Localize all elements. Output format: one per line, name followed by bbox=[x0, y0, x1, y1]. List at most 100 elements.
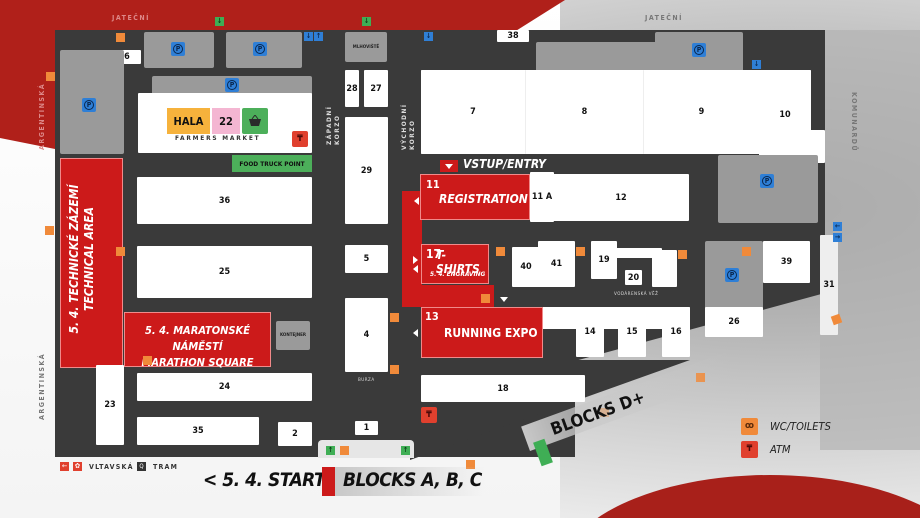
wc-icon bbox=[466, 460, 475, 469]
wc-icon bbox=[390, 365, 399, 374]
wc-icon bbox=[678, 250, 687, 259]
building-4[interactable]: 4 bbox=[345, 298, 388, 372]
arrow-left-icon: ← bbox=[833, 222, 842, 231]
street-argentinska: ARGENTINSKÁ bbox=[38, 352, 46, 420]
building-28[interactable]: 28 bbox=[345, 70, 359, 107]
hala-number: 22 bbox=[212, 108, 240, 134]
gate-out-arrow-icon: ↑ bbox=[401, 446, 410, 455]
building-5[interactable]: 5 bbox=[345, 245, 388, 273]
tshirts-label: T-SHIRTS bbox=[436, 248, 480, 276]
parking-lot-north-3b bbox=[655, 32, 743, 52]
building-2[interactable]: 2 bbox=[278, 422, 312, 446]
marathon-square-label-en: MARATHON SQUARE bbox=[141, 356, 254, 369]
arrow-down-icon: ↓ bbox=[752, 60, 761, 69]
tram-legend: Q TRAM bbox=[137, 462, 178, 471]
atm-legend-icon: ₸ bbox=[741, 441, 758, 458]
building-23[interactable]: 23 bbox=[96, 365, 124, 445]
mlhoviste[interactable]: MLHOVIŠTĚ bbox=[345, 32, 387, 62]
start-label: < 5. 4. START bbox=[203, 469, 326, 491]
building-19[interactable]: 19 bbox=[591, 241, 617, 279]
wc-icon bbox=[576, 247, 585, 256]
gate-in-arrow-icon: ↓ bbox=[215, 17, 224, 26]
building-8[interactable]: 8 bbox=[526, 70, 644, 154]
burza-label: BURZA bbox=[358, 378, 375, 383]
building-25[interactable]: 25 bbox=[137, 246, 312, 298]
farmers-market-label: FARMERS MARKET bbox=[175, 134, 261, 142]
zone-technical-area[interactable]: 5. 4. TECHNICKÉ ZÁZEMÍ TECHNICAL AREA bbox=[60, 158, 123, 368]
building-26[interactable]: 26 bbox=[705, 307, 763, 337]
hala-label: HALA bbox=[167, 108, 210, 134]
gate-in-arrow-icon: ↓ bbox=[362, 17, 371, 26]
zone-13-running-expo[interactable]: 13 RUNNING EXPO bbox=[421, 307, 543, 358]
building-12[interactable]: 12 bbox=[553, 174, 689, 221]
parking-icon: P bbox=[82, 98, 96, 112]
blocks-abc-color-marker bbox=[322, 467, 335, 496]
arrow-right-icon bbox=[413, 256, 418, 264]
registration-label: REGISTRATION bbox=[439, 192, 528, 206]
atm-legend-label: ATM bbox=[770, 443, 791, 456]
wc-icon bbox=[742, 247, 751, 256]
building-41[interactable]: 41 bbox=[538, 241, 575, 287]
zone-17-tshirts[interactable]: 17 T-SHIRTS 5. 4. ENGRAVING bbox=[421, 244, 489, 284]
building-40[interactable]: 40 bbox=[512, 247, 540, 287]
atm-icon: ₸ bbox=[292, 131, 308, 147]
wc-icon bbox=[45, 226, 54, 235]
wc-icon bbox=[340, 446, 349, 455]
vodarenska-vez-label: VODÁRENSKÁ VĚŽ bbox=[614, 292, 659, 297]
building-19-annex bbox=[615, 248, 662, 258]
wc-icon bbox=[46, 72, 55, 81]
tram-icon: Q bbox=[137, 462, 146, 471]
red-corridor-bottom bbox=[402, 285, 494, 307]
building-16[interactable]: 16 bbox=[662, 307, 690, 357]
building-31[interactable]: 31 bbox=[820, 235, 838, 335]
legend-atm: ₸ ATM bbox=[741, 441, 791, 458]
blocks-abc-band bbox=[335, 467, 485, 496]
street-vychodni-korzo: VÝCHODNÍ KORZO bbox=[400, 103, 416, 150]
red-banner-top bbox=[0, 0, 565, 32]
exit-icon: ← bbox=[60, 462, 69, 471]
technical-area-label-cz: 5. 4. TECHNICKÉ ZÁZEMÍ bbox=[67, 184, 81, 334]
arrow-right-icon: → bbox=[833, 233, 842, 242]
building-39[interactable]: 39 bbox=[763, 241, 810, 283]
arrow-down-icon: ↓ bbox=[424, 32, 433, 41]
wc-icon bbox=[390, 313, 399, 322]
wc-icon bbox=[481, 294, 490, 303]
building-14[interactable]: 14 bbox=[576, 307, 604, 357]
arrow-left-icon bbox=[414, 197, 419, 205]
building-18[interactable]: 18 bbox=[421, 375, 585, 402]
building-38[interactable]: 38 bbox=[497, 30, 529, 42]
building-7[interactable]: 7 bbox=[421, 70, 526, 154]
parking-icon: P bbox=[225, 78, 239, 92]
building-35[interactable]: 35 bbox=[137, 417, 259, 445]
parking-icon: P bbox=[725, 268, 739, 282]
arrow-up-icon: ↑ bbox=[314, 32, 323, 41]
arrow-left-icon bbox=[413, 329, 418, 337]
red-corridor bbox=[402, 191, 422, 307]
parking-icon: P bbox=[171, 42, 185, 56]
basket-icon bbox=[242, 108, 268, 134]
building-29[interactable]: 29 bbox=[345, 117, 388, 224]
building-36[interactable]: 36 bbox=[137, 177, 312, 224]
building-24[interactable]: 24 bbox=[137, 373, 312, 401]
street-komunardu: KOMUNARDŮ bbox=[850, 92, 858, 153]
building-27[interactable]: 27 bbox=[364, 70, 388, 107]
wc-icon bbox=[116, 247, 125, 256]
entry-marker[interactable] bbox=[440, 160, 458, 172]
street-jatecni-left: JATEČNÍ bbox=[112, 14, 151, 22]
building-9[interactable]: 9 bbox=[644, 70, 759, 154]
zone-11-registration[interactable]: 11 REGISTRATION bbox=[420, 174, 530, 220]
building-11a[interactable]: 11 A bbox=[530, 172, 554, 222]
arrow-down-icon: ↓ bbox=[304, 32, 313, 41]
technical-area-label-en: TECHNICAL AREA bbox=[82, 206, 96, 312]
building-1[interactable]: 1 bbox=[355, 421, 378, 435]
street-jatecni-right: JATEČNÍ bbox=[645, 14, 684, 22]
parking-lot-east[interactable] bbox=[718, 155, 818, 223]
gate-out-arrow-icon: ↑ bbox=[326, 446, 335, 455]
kontejner[interactable]: KONTEJNER bbox=[276, 321, 310, 350]
building-15[interactable]: 15 bbox=[618, 307, 646, 357]
metro-icon: ✿ bbox=[73, 462, 82, 471]
food-truck-point[interactable]: FOOD TRUCK POINT bbox=[232, 155, 312, 172]
running-expo-label: RUNNING EXPO bbox=[444, 326, 538, 340]
building-20[interactable]: 20 bbox=[625, 270, 642, 285]
building-19-wing bbox=[652, 250, 677, 287]
